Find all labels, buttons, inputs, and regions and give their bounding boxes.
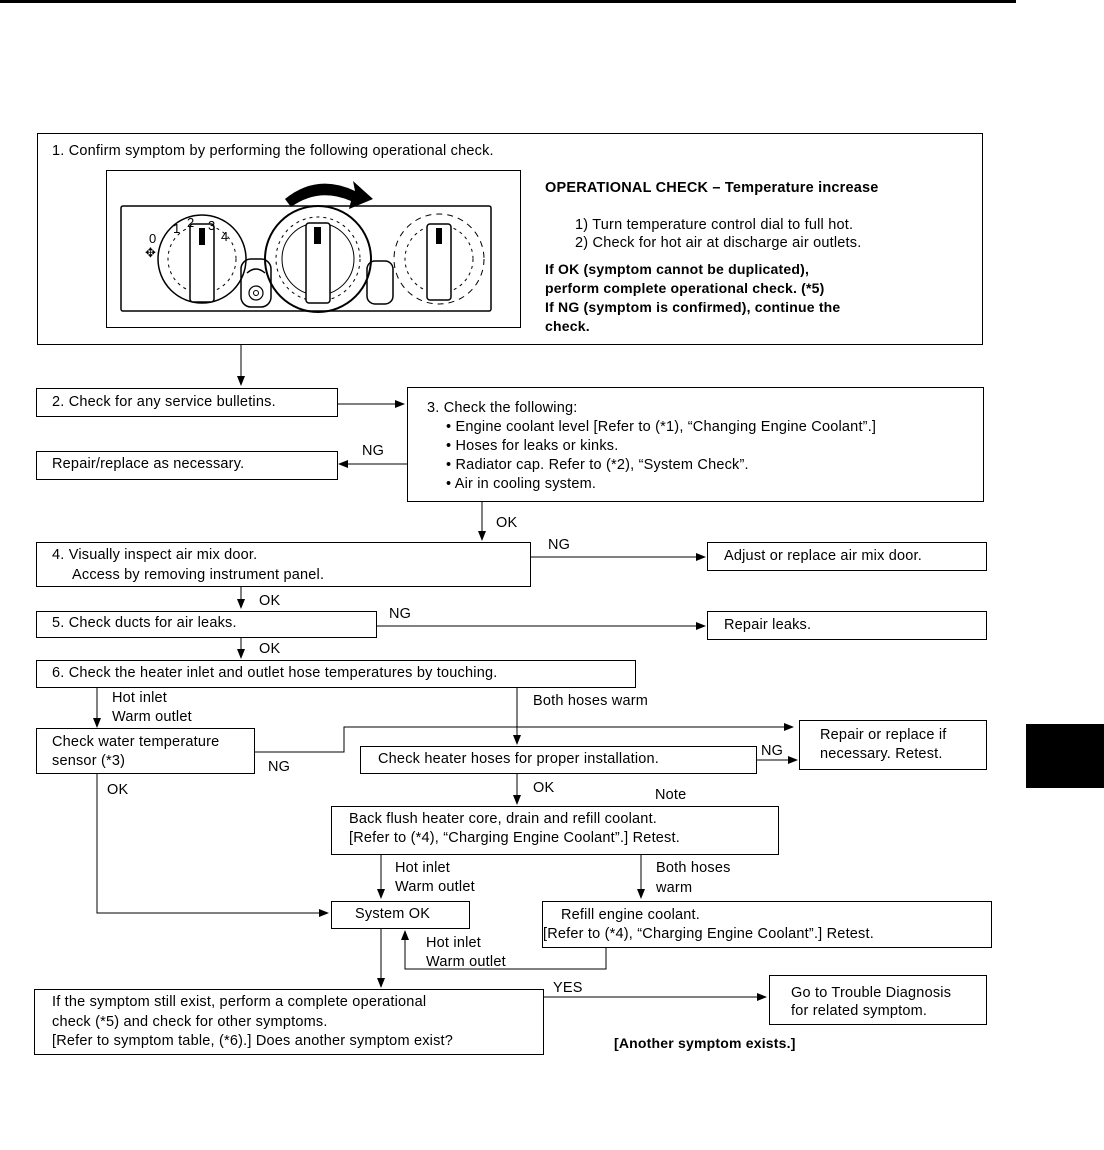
ng-label: NG [548, 537, 571, 553]
step4-line-2: Access by removing instrument panel. [72, 567, 325, 583]
step3-title: 3. Check the following: [427, 400, 578, 416]
step5-box [36, 611, 377, 638]
ng-label: NG [389, 606, 412, 622]
ng-label: NG [362, 443, 385, 459]
dial-label-4: 4 [221, 229, 228, 244]
op-result-2: perform complete operational check. (*5) [545, 280, 825, 296]
repair-leaks-text: Repair leaks. [724, 617, 812, 633]
ok-label: OK [107, 782, 129, 798]
water-sensor-line-2: sensor (*3) [52, 753, 126, 769]
op-step-2: 2) Check for hot air at discharge air ou… [575, 235, 862, 251]
repair-retest-box [799, 720, 987, 770]
final-line-2: check (*5) and check for other symptoms. [52, 1014, 328, 1030]
step2-box [36, 388, 338, 417]
trouble-diagnosis-box [769, 975, 987, 1025]
trouble-line-1: Go to Trouble Diagnosis [791, 985, 952, 1001]
backflush-line-2: [Refer to (*4), “Charging Engine Coolant… [349, 830, 680, 846]
op-title: OPERATIONAL CHECK – Temperature increase [545, 180, 879, 196]
op-step-1: 1) Turn temperature control dial to full… [575, 217, 854, 233]
repair-replace-text: Repair/replace as necessary. [52, 456, 245, 472]
step3-box [407, 387, 984, 502]
adjust-text: Adjust or replace air mix door. [724, 548, 923, 564]
control-panel-figure: 0 1 2 3 4 ✥ [120, 181, 492, 313]
step3-item-1: • Engine coolant level [Refer to (*1), “… [446, 419, 877, 435]
water-sensor-box [36, 728, 255, 774]
another-symptom-caption: [Another symptom exists.] [614, 1035, 796, 1051]
system-ok-box [331, 901, 470, 929]
header-rule [0, 0, 1016, 3]
final-line-1: If the symptom still exist, perform a co… [52, 994, 427, 1010]
ng-label: NG [761, 743, 784, 759]
both-hoses-warm-label: Both hoses warm [533, 693, 649, 709]
control-panel-illustration: 0 1 2 3 4 ✥ [106, 170, 521, 328]
rotate-arrow-icon [285, 181, 373, 209]
ok-label: OK [533, 780, 555, 796]
trouble-line-2: for related symptom. [791, 1003, 928, 1019]
step3-item-3: • Radiator cap. Refer to (*2), “System C… [446, 457, 749, 473]
step6-box [36, 660, 636, 688]
final-line-3: [Refer to symptom table, (*6).] Does ano… [52, 1033, 454, 1049]
refill-line-2: [Refer to (*4), “Charging Engine Coolant… [543, 926, 874, 942]
dial-label-0: 0 [149, 231, 156, 246]
warm-outlet-label: Warm outlet [426, 954, 506, 970]
repair-retest-line-2: necessary. Retest. [820, 746, 943, 762]
note-label: Note [655, 787, 687, 803]
blank-button [366, 260, 394, 305]
hot-inlet-label: Hot inlet [112, 690, 167, 706]
dial-label-2: 2 [187, 215, 194, 230]
backflush-box [331, 806, 779, 855]
repair-retest-line-1: Repair or replace if [820, 727, 947, 743]
heater-hoses-text: Check heater hoses for proper installati… [378, 751, 660, 767]
ng-label: NG [268, 759, 291, 775]
step5-text: 5. Check ducts for air leaks. [52, 615, 237, 631]
hot-inlet-label: Hot inlet [426, 935, 481, 951]
step3-item-4: • Air in cooling system. [446, 476, 597, 492]
ok-label: OK [259, 641, 281, 657]
system-ok-text: System OK [355, 906, 431, 922]
hot-inlet-label: Hot inlet [395, 860, 450, 876]
op-result-1: If OK (symptom cannot be duplicated), [545, 261, 810, 277]
step6-text: 6. Check the heater inlet and outlet hos… [52, 665, 498, 681]
dial-label-1: 1 [173, 221, 180, 236]
refill-box [542, 901, 992, 948]
adjust-box [707, 542, 987, 571]
step4-box [36, 542, 531, 587]
section-tab [1026, 724, 1104, 788]
warm-label: warm [656, 880, 693, 896]
yes-label: YES [553, 980, 583, 996]
repair-replace-box [36, 451, 338, 480]
op-result-3: If NG (symptom is confirmed), continue t… [545, 299, 841, 315]
ok-label: OK [496, 515, 518, 531]
op-result-4: check. [545, 318, 590, 334]
both-hoses-label: Both hoses [656, 860, 731, 876]
fan-icon: ✥ [145, 246, 156, 261]
refill-line-1: Refill engine coolant. [561, 907, 701, 923]
dial-label-3: 3 [208, 218, 215, 233]
heater-hoses-box [360, 746, 757, 774]
repair-leaks-box [707, 611, 987, 640]
temperature-dial [264, 205, 372, 313]
final-check-box [34, 989, 544, 1055]
step2-text: 2. Check for any service bulletins. [52, 394, 276, 410]
water-sensor-line-1: Check water temperature [52, 734, 220, 750]
mode-dial [393, 213, 485, 305]
warm-outlet-label: Warm outlet [395, 879, 475, 895]
step1-text: 1. Confirm symptom by performing the fol… [52, 143, 494, 159]
warm-outlet-label: Warm outlet [112, 709, 192, 725]
step4-line-1: 4. Visually inspect air mix door. [52, 547, 258, 563]
step3-item-2: • Hoses for leaks or kinks. [446, 438, 619, 454]
backflush-line-1: Back flush heater core, drain and refill… [349, 811, 658, 827]
ok-label: OK [259, 593, 281, 609]
fan-speed-dial [157, 214, 247, 304]
